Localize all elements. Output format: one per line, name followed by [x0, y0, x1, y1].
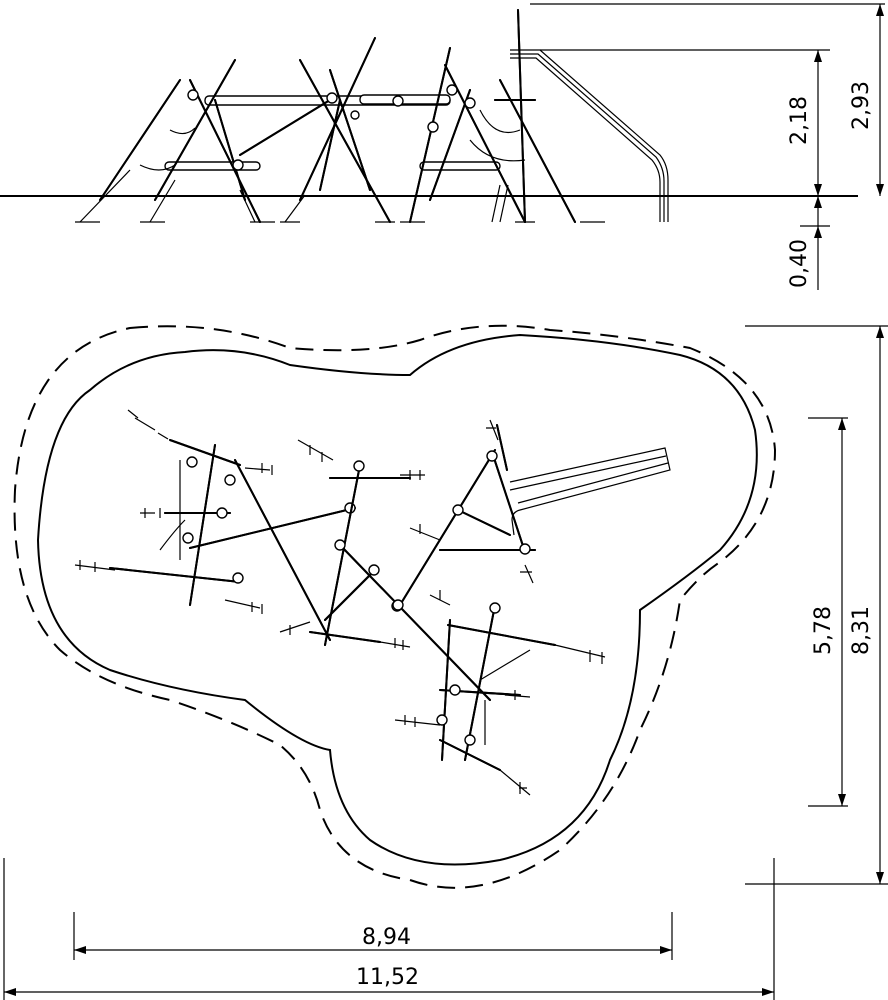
vertical-dimensions-elevation — [530, 3, 885, 290]
dim-depth-inner: 5,78 — [811, 606, 836, 655]
dim-width-inner: 8,94 — [362, 925, 411, 950]
plan-view: 5,78 8,31 8,94 11,52 — [3, 324, 888, 1000]
dim-height-above-ground: 2,18 — [787, 96, 812, 145]
horizontal-dimensions-plan — [3, 858, 775, 1000]
safety-zone-outline — [13, 324, 777, 889]
side-elevation-view: 2,18 2,93 0,40 — [0, 3, 885, 290]
dim-depth-below-ground: 0,40 — [787, 239, 812, 288]
plan-structure-2 — [279, 439, 491, 701]
impact-area-outline — [36, 333, 758, 866]
dim-total-height: 2,93 — [849, 81, 874, 130]
climbing-structure-3 — [400, 9, 605, 223]
dim-width-total: 11,52 — [356, 965, 419, 990]
climbing-structure-1 — [75, 59, 275, 223]
plan-structure-3 — [392, 419, 671, 611]
vertical-dimensions-plan — [745, 325, 888, 885]
plan-structure-1 — [74, 409, 356, 641]
climbing-structure-2 — [280, 37, 404, 223]
dim-depth-total: 8,31 — [849, 606, 874, 655]
handrail — [510, 49, 669, 222]
plan-structure-4 — [394, 590, 606, 796]
